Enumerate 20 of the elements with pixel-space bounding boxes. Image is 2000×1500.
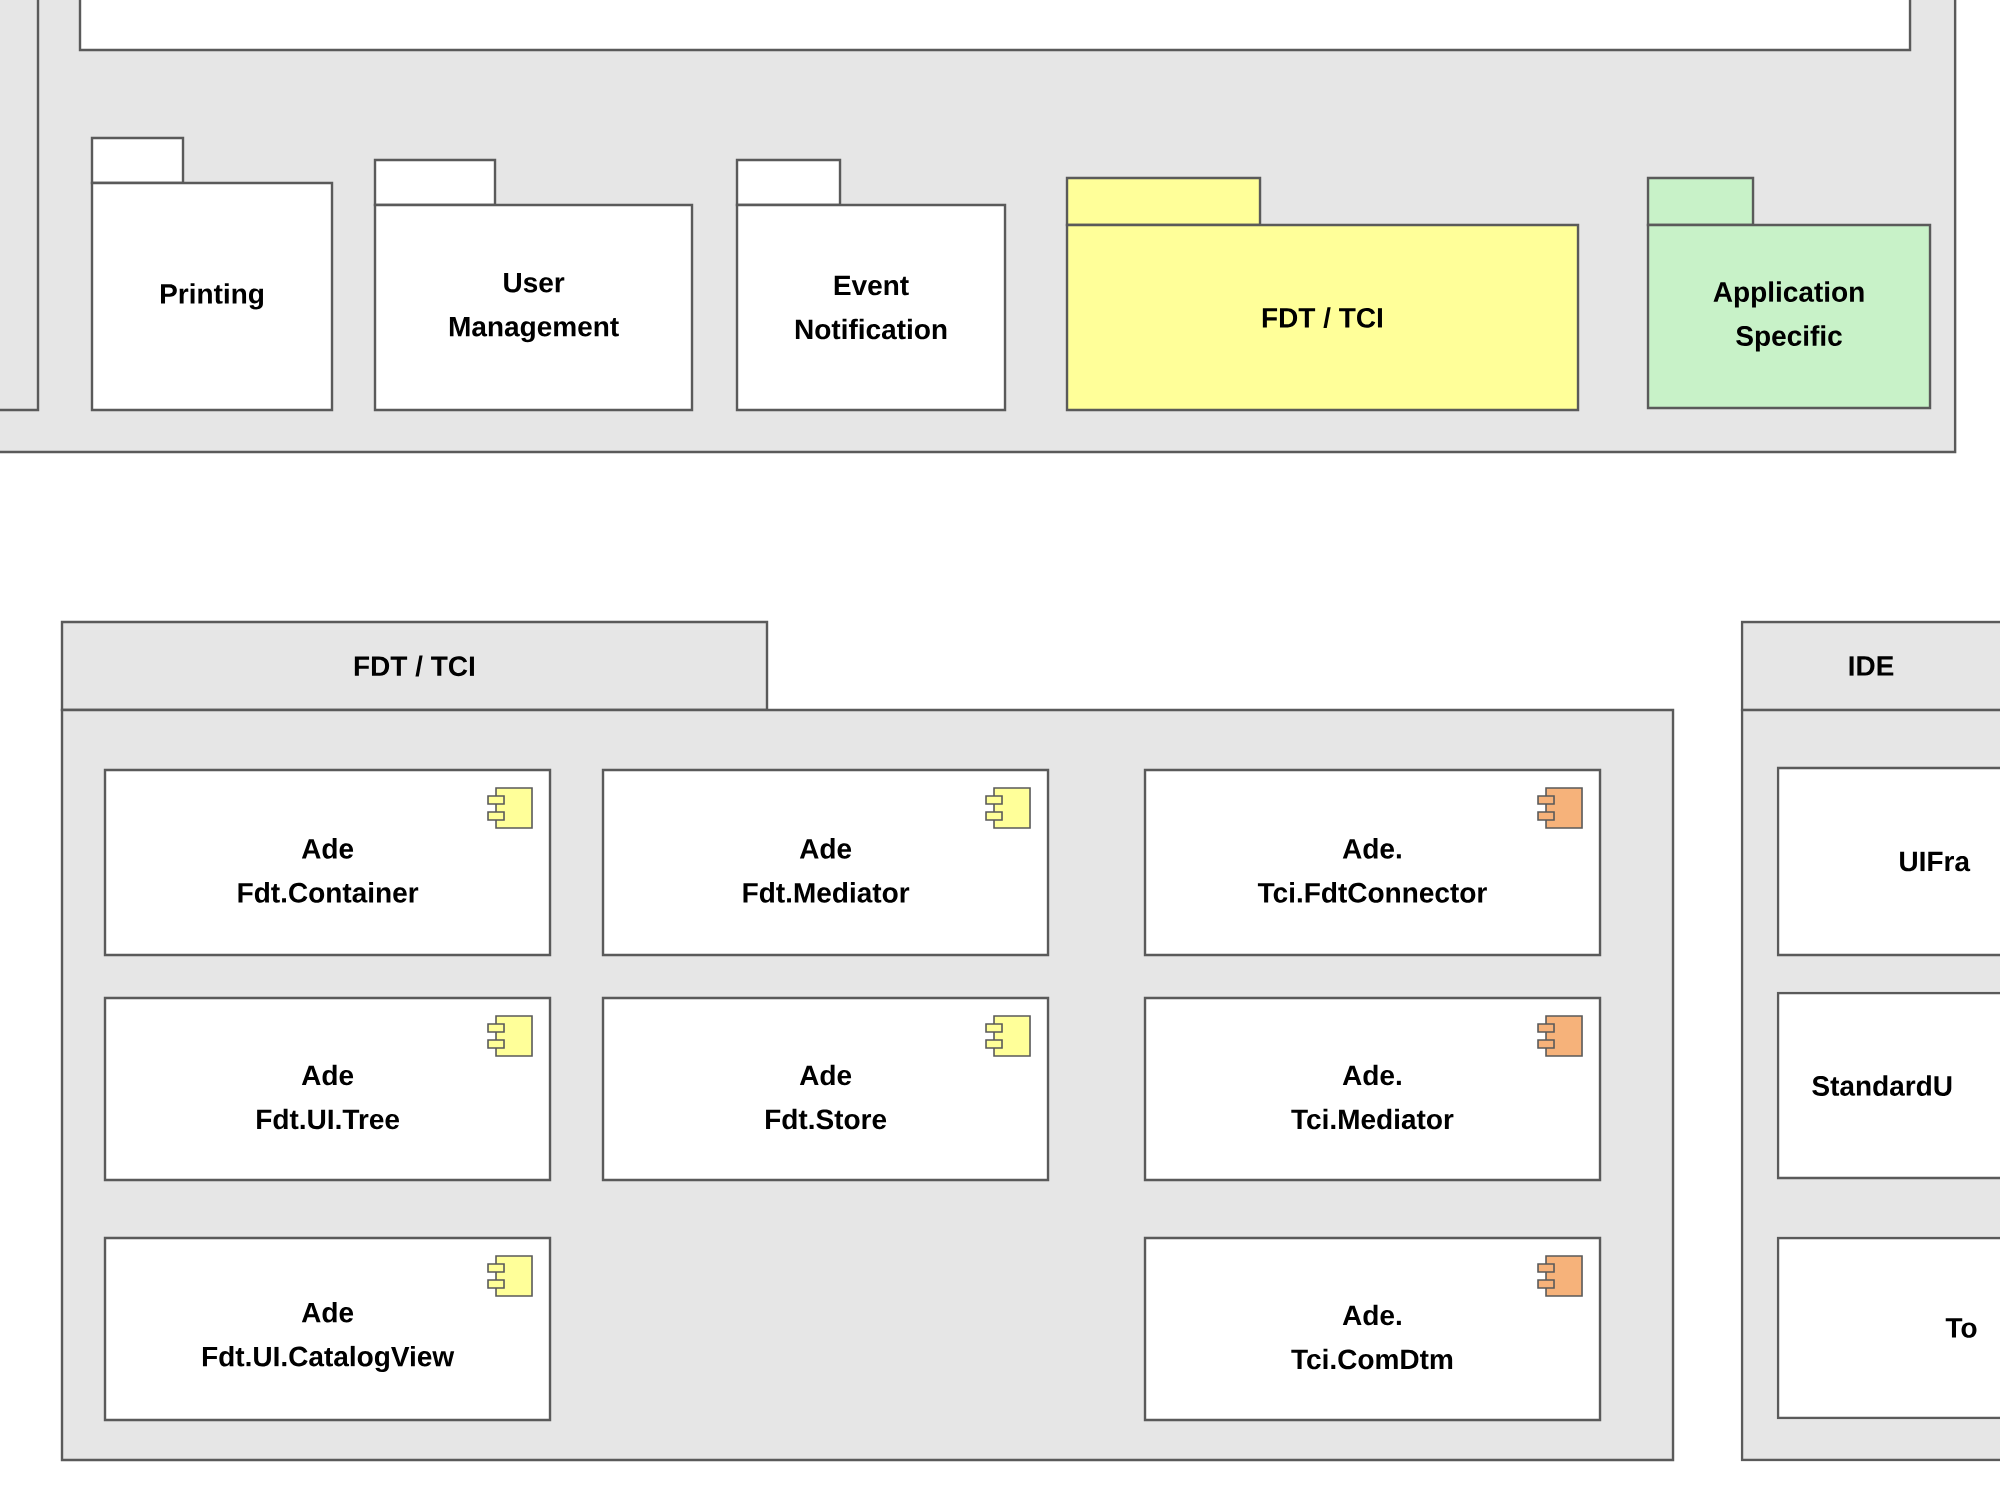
package-panel <box>0 0 40 412</box>
package-folder: FDT / TCI <box>1065 176 1580 412</box>
class-box: To <box>1776 1236 2000 1420</box>
component-box: Ade Fdt.UI.Tree <box>103 996 552 1182</box>
package-box <box>78 0 1912 52</box>
component-box: Ade Fdt.Store <box>601 996 1050 1182</box>
component-box: Ade. Tci.Mediator <box>1143 996 1602 1182</box>
package-folder: Event Notification <box>735 158 1007 412</box>
component-box: Ade Fdt.Container <box>103 768 552 957</box>
component-box: Ade Fdt.UI.CatalogView <box>103 1236 552 1422</box>
component-box: Ade. Tci.FdtConnector <box>1143 768 1602 957</box>
class-box: UIFra <box>1776 766 2000 957</box>
package-folder: Application Specific <box>1646 176 1932 410</box>
node-label: FDT / TCI <box>354 655 474 677</box>
component-box: Ade Fdt.Mediator <box>601 768 1050 957</box>
component-box: Ade. Tci.ComDtm <box>1143 1236 1602 1422</box>
class-box: StandardU <box>1776 991 2000 1180</box>
package-folder: User Management <box>373 158 694 412</box>
package-folder: Printing <box>90 136 334 412</box>
node-label: IDE <box>1849 656 1894 676</box>
